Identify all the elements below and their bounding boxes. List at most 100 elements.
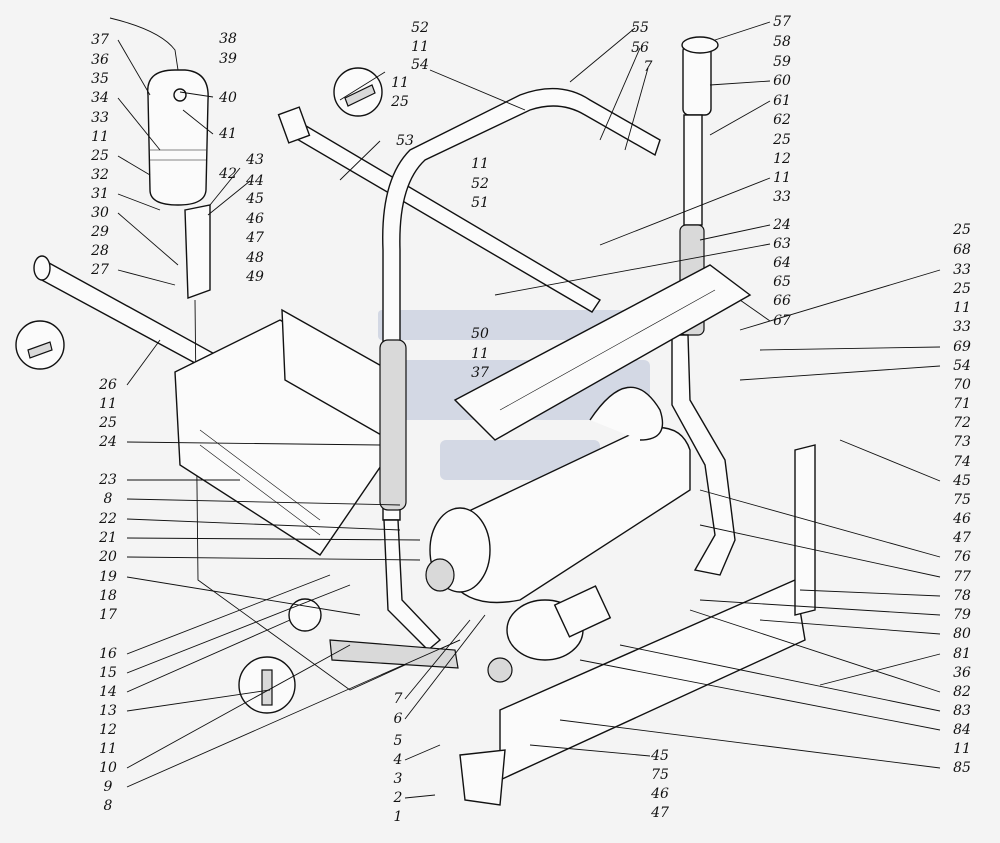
left-shield-panel <box>174 308 393 556</box>
callout-number: 33 <box>91 110 109 126</box>
leader-line <box>759 346 941 351</box>
callout-number: 62 <box>773 112 791 128</box>
callout-number: 72 <box>953 415 971 431</box>
callout-number: 36 <box>91 52 109 68</box>
callout-number: 41 <box>218 126 237 142</box>
callout-number: 20 <box>98 549 117 565</box>
leader-line <box>117 269 176 286</box>
pump-assembly <box>487 585 612 683</box>
callout-number: 11 <box>471 156 489 172</box>
callout-number: 31 <box>91 186 109 202</box>
callout-number: 33 <box>773 189 791 205</box>
callout-number: 56 <box>631 40 649 56</box>
callout-number: 47 <box>650 805 669 821</box>
callout-number: 15 <box>99 665 117 681</box>
callout-number: 57 <box>773 14 791 30</box>
leader-line <box>529 744 651 757</box>
callout-number: 48 <box>245 250 264 266</box>
leader-line <box>699 524 941 578</box>
leader-line <box>117 212 179 266</box>
callout-numbers: 3736353433112532313029282738394041424344… <box>90 14 971 825</box>
callout-number: 27 <box>90 262 109 278</box>
callout-number: 45 <box>650 748 669 764</box>
detail-circle-bottom <box>238 656 296 714</box>
callout-number: 47 <box>952 530 971 546</box>
callout-number: 37 <box>471 365 489 381</box>
callout-number: 35 <box>91 71 109 87</box>
callout-number: 73 <box>953 434 971 450</box>
leader-line <box>559 719 941 769</box>
callout-number: 11 <box>411 39 429 55</box>
callout-number: 25 <box>952 281 971 297</box>
leader-line <box>599 177 771 246</box>
callout-number: 36 <box>953 665 971 681</box>
callout-number: 29 <box>90 224 109 240</box>
callout-number: 52 <box>471 176 489 192</box>
upper-bracket-tube <box>277 106 601 313</box>
callout-number: 11 <box>953 741 971 757</box>
leader-line <box>699 224 771 241</box>
callout-number: 11 <box>471 346 489 362</box>
callout-number: 11 <box>953 300 971 316</box>
callout-number: 40 <box>218 90 237 106</box>
callout-number: 60 <box>773 73 791 89</box>
callout-number: 24 <box>772 217 791 233</box>
callout-number: 11 <box>99 396 117 412</box>
detail-circle-top <box>333 67 383 117</box>
callout-number: 75 <box>953 492 971 508</box>
callout-number: 8 <box>104 491 113 507</box>
callout-number: 17 <box>99 607 117 623</box>
callout-number: 47 <box>245 230 264 246</box>
callout-number: 58 <box>773 34 791 50</box>
callout-number: 9 <box>104 779 113 795</box>
callout-number: 30 <box>91 205 109 221</box>
leader-line <box>126 574 331 655</box>
leader-line <box>759 619 941 635</box>
leader-line <box>819 653 941 686</box>
leader-line <box>117 39 151 96</box>
leader-line <box>182 109 214 135</box>
callout-number: 6 <box>394 711 403 727</box>
leader-line <box>739 365 941 381</box>
leader-line <box>339 71 386 101</box>
leader-line <box>404 614 486 720</box>
callout-number: 24 <box>98 434 117 450</box>
leader-line <box>569 27 636 83</box>
callout-number: 76 <box>953 549 971 565</box>
callout-number: 37 <box>91 32 109 48</box>
leader-line <box>689 609 941 693</box>
leader-line <box>339 140 381 181</box>
callout-number: 54 <box>953 358 971 374</box>
callout-number: 34 <box>91 90 109 106</box>
leader-line <box>839 439 941 482</box>
callout-number: 25 <box>772 132 791 148</box>
callout-number: 61 <box>773 93 791 109</box>
callout-number: 18 <box>99 588 117 604</box>
callout-number: 32 <box>91 167 109 183</box>
callout-number: 28 <box>90 243 109 259</box>
callout-number: 49 <box>245 269 264 285</box>
callout-number: 69 <box>953 339 971 355</box>
heater-body <box>425 386 691 604</box>
leader-line <box>126 556 421 561</box>
callout-number: 14 <box>99 684 117 700</box>
leader-line <box>619 644 941 712</box>
callout-number: 11 <box>391 75 409 91</box>
vertical-coolant-pipe <box>379 87 661 651</box>
callout-number: 23 <box>98 472 117 488</box>
callout-number: 63 <box>773 236 791 252</box>
leader-line <box>207 180 251 216</box>
callout-number: 44 <box>245 173 264 189</box>
callout-number: 52 <box>411 20 429 36</box>
callout-number: 66 <box>773 293 791 309</box>
leader-line <box>209 167 241 206</box>
callout-number: 11 <box>773 170 791 186</box>
leader-line <box>699 599 941 616</box>
leader-line <box>429 69 526 111</box>
callout-number: 65 <box>773 274 791 290</box>
leader-line <box>179 91 214 98</box>
callout-number: 83 <box>953 703 971 719</box>
callout-number: 25 <box>98 415 117 431</box>
